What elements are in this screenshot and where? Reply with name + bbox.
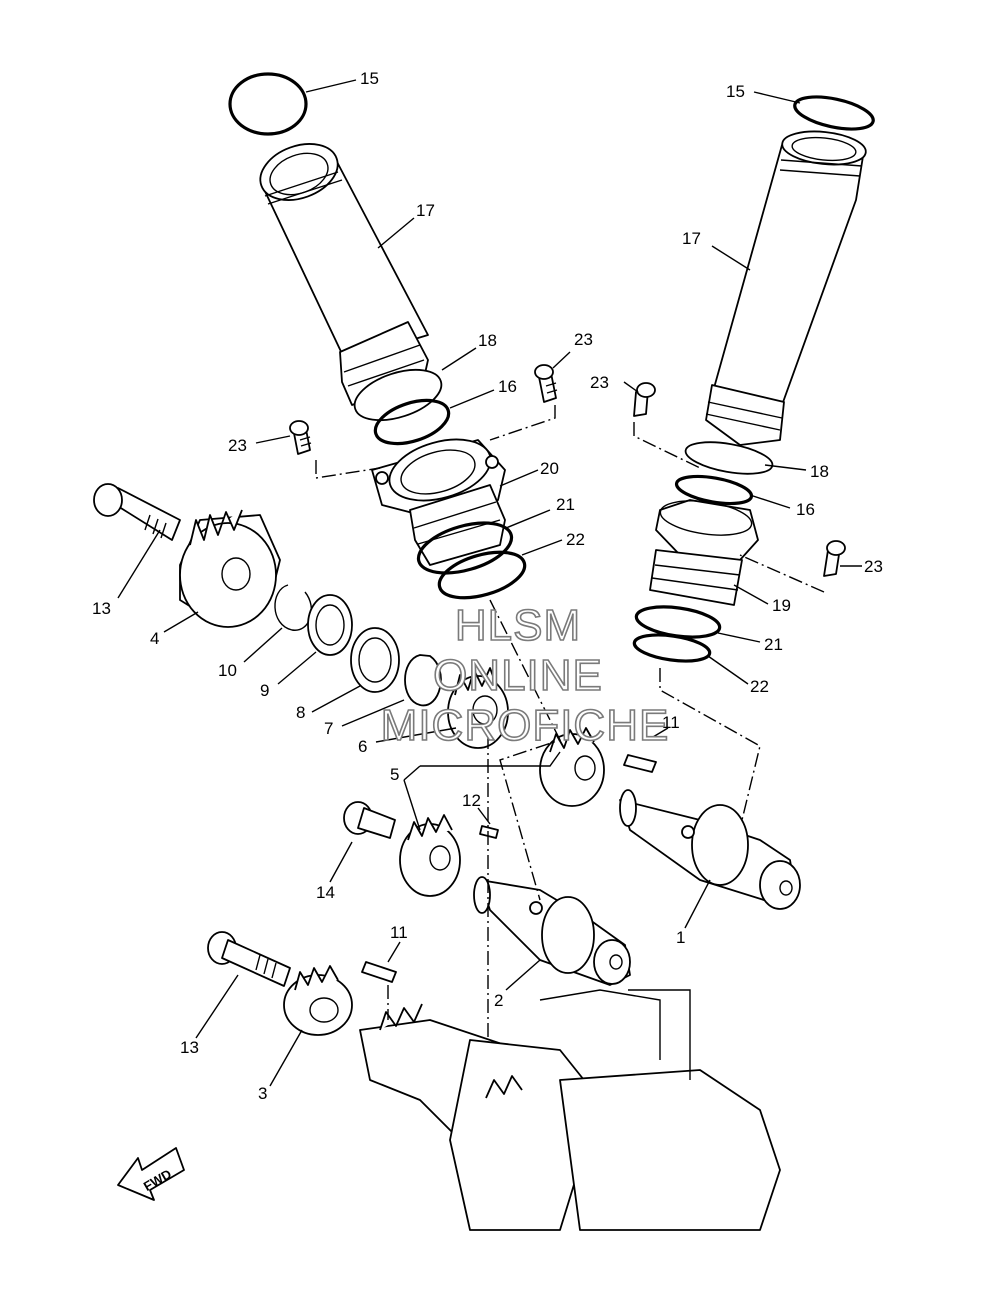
gear-5-lower xyxy=(399,814,461,897)
callout-labels: 15 15 17 17 18 18 16 16 23 23 23 23 20 2… xyxy=(92,69,883,1103)
callout-21-right: 21 xyxy=(764,635,783,654)
callout-21-left: 21 xyxy=(556,495,575,514)
callout-15-right: 15 xyxy=(726,82,745,101)
o-ring-22-right xyxy=(632,633,712,663)
o-ring-15-left xyxy=(228,72,308,136)
callout-23-d: 23 xyxy=(864,557,883,576)
o-ring-22-left xyxy=(437,550,527,600)
push-rod-tube-17-left xyxy=(259,143,429,406)
callout-23-b: 23 xyxy=(590,373,609,392)
callout-4: 4 xyxy=(150,629,159,648)
gear-5-upper xyxy=(539,727,605,807)
camshaft-1-group xyxy=(539,727,801,910)
watermark-line-3: MICROFICHE xyxy=(381,701,670,750)
callout-13-upper: 13 xyxy=(92,599,111,618)
crankshaft xyxy=(359,989,781,1231)
push-rod-tube-17-right xyxy=(705,130,867,446)
callout-15-left: 15 xyxy=(360,69,379,88)
bolt-13-upper xyxy=(93,483,181,541)
o-ring-21-left xyxy=(416,521,514,575)
o-ring-16-left xyxy=(373,398,451,446)
watermark-line-2: ONLINE xyxy=(433,651,603,700)
callout-23-c: 23 xyxy=(228,436,247,455)
key-12 xyxy=(479,825,499,839)
right-tube-assembly xyxy=(632,95,875,663)
callout-22-left: 22 xyxy=(566,530,585,549)
callout-10: 10 xyxy=(218,661,237,680)
callout-16-right: 16 xyxy=(796,500,815,519)
o-ring-15-right xyxy=(793,95,875,131)
callout-22-right: 22 xyxy=(750,677,769,696)
bolt-23-left-b xyxy=(534,364,558,403)
bolt-23-left-a xyxy=(289,420,312,455)
watermark-line-1: HLSM xyxy=(455,601,581,650)
washer-7 xyxy=(404,654,442,707)
bolt-23-right-a xyxy=(633,382,656,417)
callout-16-left: 16 xyxy=(498,377,517,396)
tube-housing-19 xyxy=(649,499,759,606)
callout-23-a: 23 xyxy=(574,330,593,349)
callout-12: 12 xyxy=(462,791,481,810)
washer-9 xyxy=(307,594,353,656)
callout-19: 19 xyxy=(772,596,791,615)
callout-2: 2 xyxy=(494,991,503,1010)
tube-housing-20 xyxy=(371,438,506,566)
circlip-10 xyxy=(274,584,313,631)
bolt-23-right-b xyxy=(823,540,846,577)
callout-18-right: 18 xyxy=(810,462,829,481)
callout-9: 9 xyxy=(260,681,269,700)
callout-17-right: 17 xyxy=(682,229,701,248)
callout-17-left: 17 xyxy=(416,201,435,220)
callout-20: 20 xyxy=(540,459,559,478)
bolt-14 xyxy=(343,801,396,839)
callout-14: 14 xyxy=(316,883,335,902)
callout-7: 7 xyxy=(324,719,333,738)
o-ring-16-right xyxy=(674,474,754,506)
leader-lines xyxy=(117,79,862,1087)
camshaft-1 xyxy=(619,789,801,910)
gear-4 xyxy=(179,509,281,628)
callout-18-left: 18 xyxy=(478,331,497,350)
washer-8 xyxy=(350,627,400,693)
callout-6: 6 xyxy=(358,737,367,756)
washer-18-left xyxy=(353,368,443,422)
key-11-upper xyxy=(623,754,657,773)
camshaft-2-group xyxy=(343,801,631,986)
crankshaft-group xyxy=(207,931,781,1231)
callout-1: 1 xyxy=(676,928,685,947)
gear-6 xyxy=(447,667,509,749)
callout-5: 5 xyxy=(390,765,399,784)
left-tube-assembly xyxy=(228,72,558,600)
gear-3 xyxy=(283,965,353,1036)
callout-13-lower: 13 xyxy=(180,1038,199,1057)
callout-3: 3 xyxy=(258,1084,267,1103)
callout-8: 8 xyxy=(296,703,305,722)
callout-11-upper: 11 xyxy=(662,713,680,732)
key-11-lower xyxy=(361,961,397,983)
fwd-direction-arrow: FWD xyxy=(117,1147,185,1201)
camshaft-2 xyxy=(473,876,631,986)
callout-11-lower: 11 xyxy=(390,923,408,942)
bolt-13-lower xyxy=(207,931,291,987)
watermark: HLSM ONLINE MICROFICHE xyxy=(380,600,670,751)
upper-left-gear-group xyxy=(93,483,509,749)
